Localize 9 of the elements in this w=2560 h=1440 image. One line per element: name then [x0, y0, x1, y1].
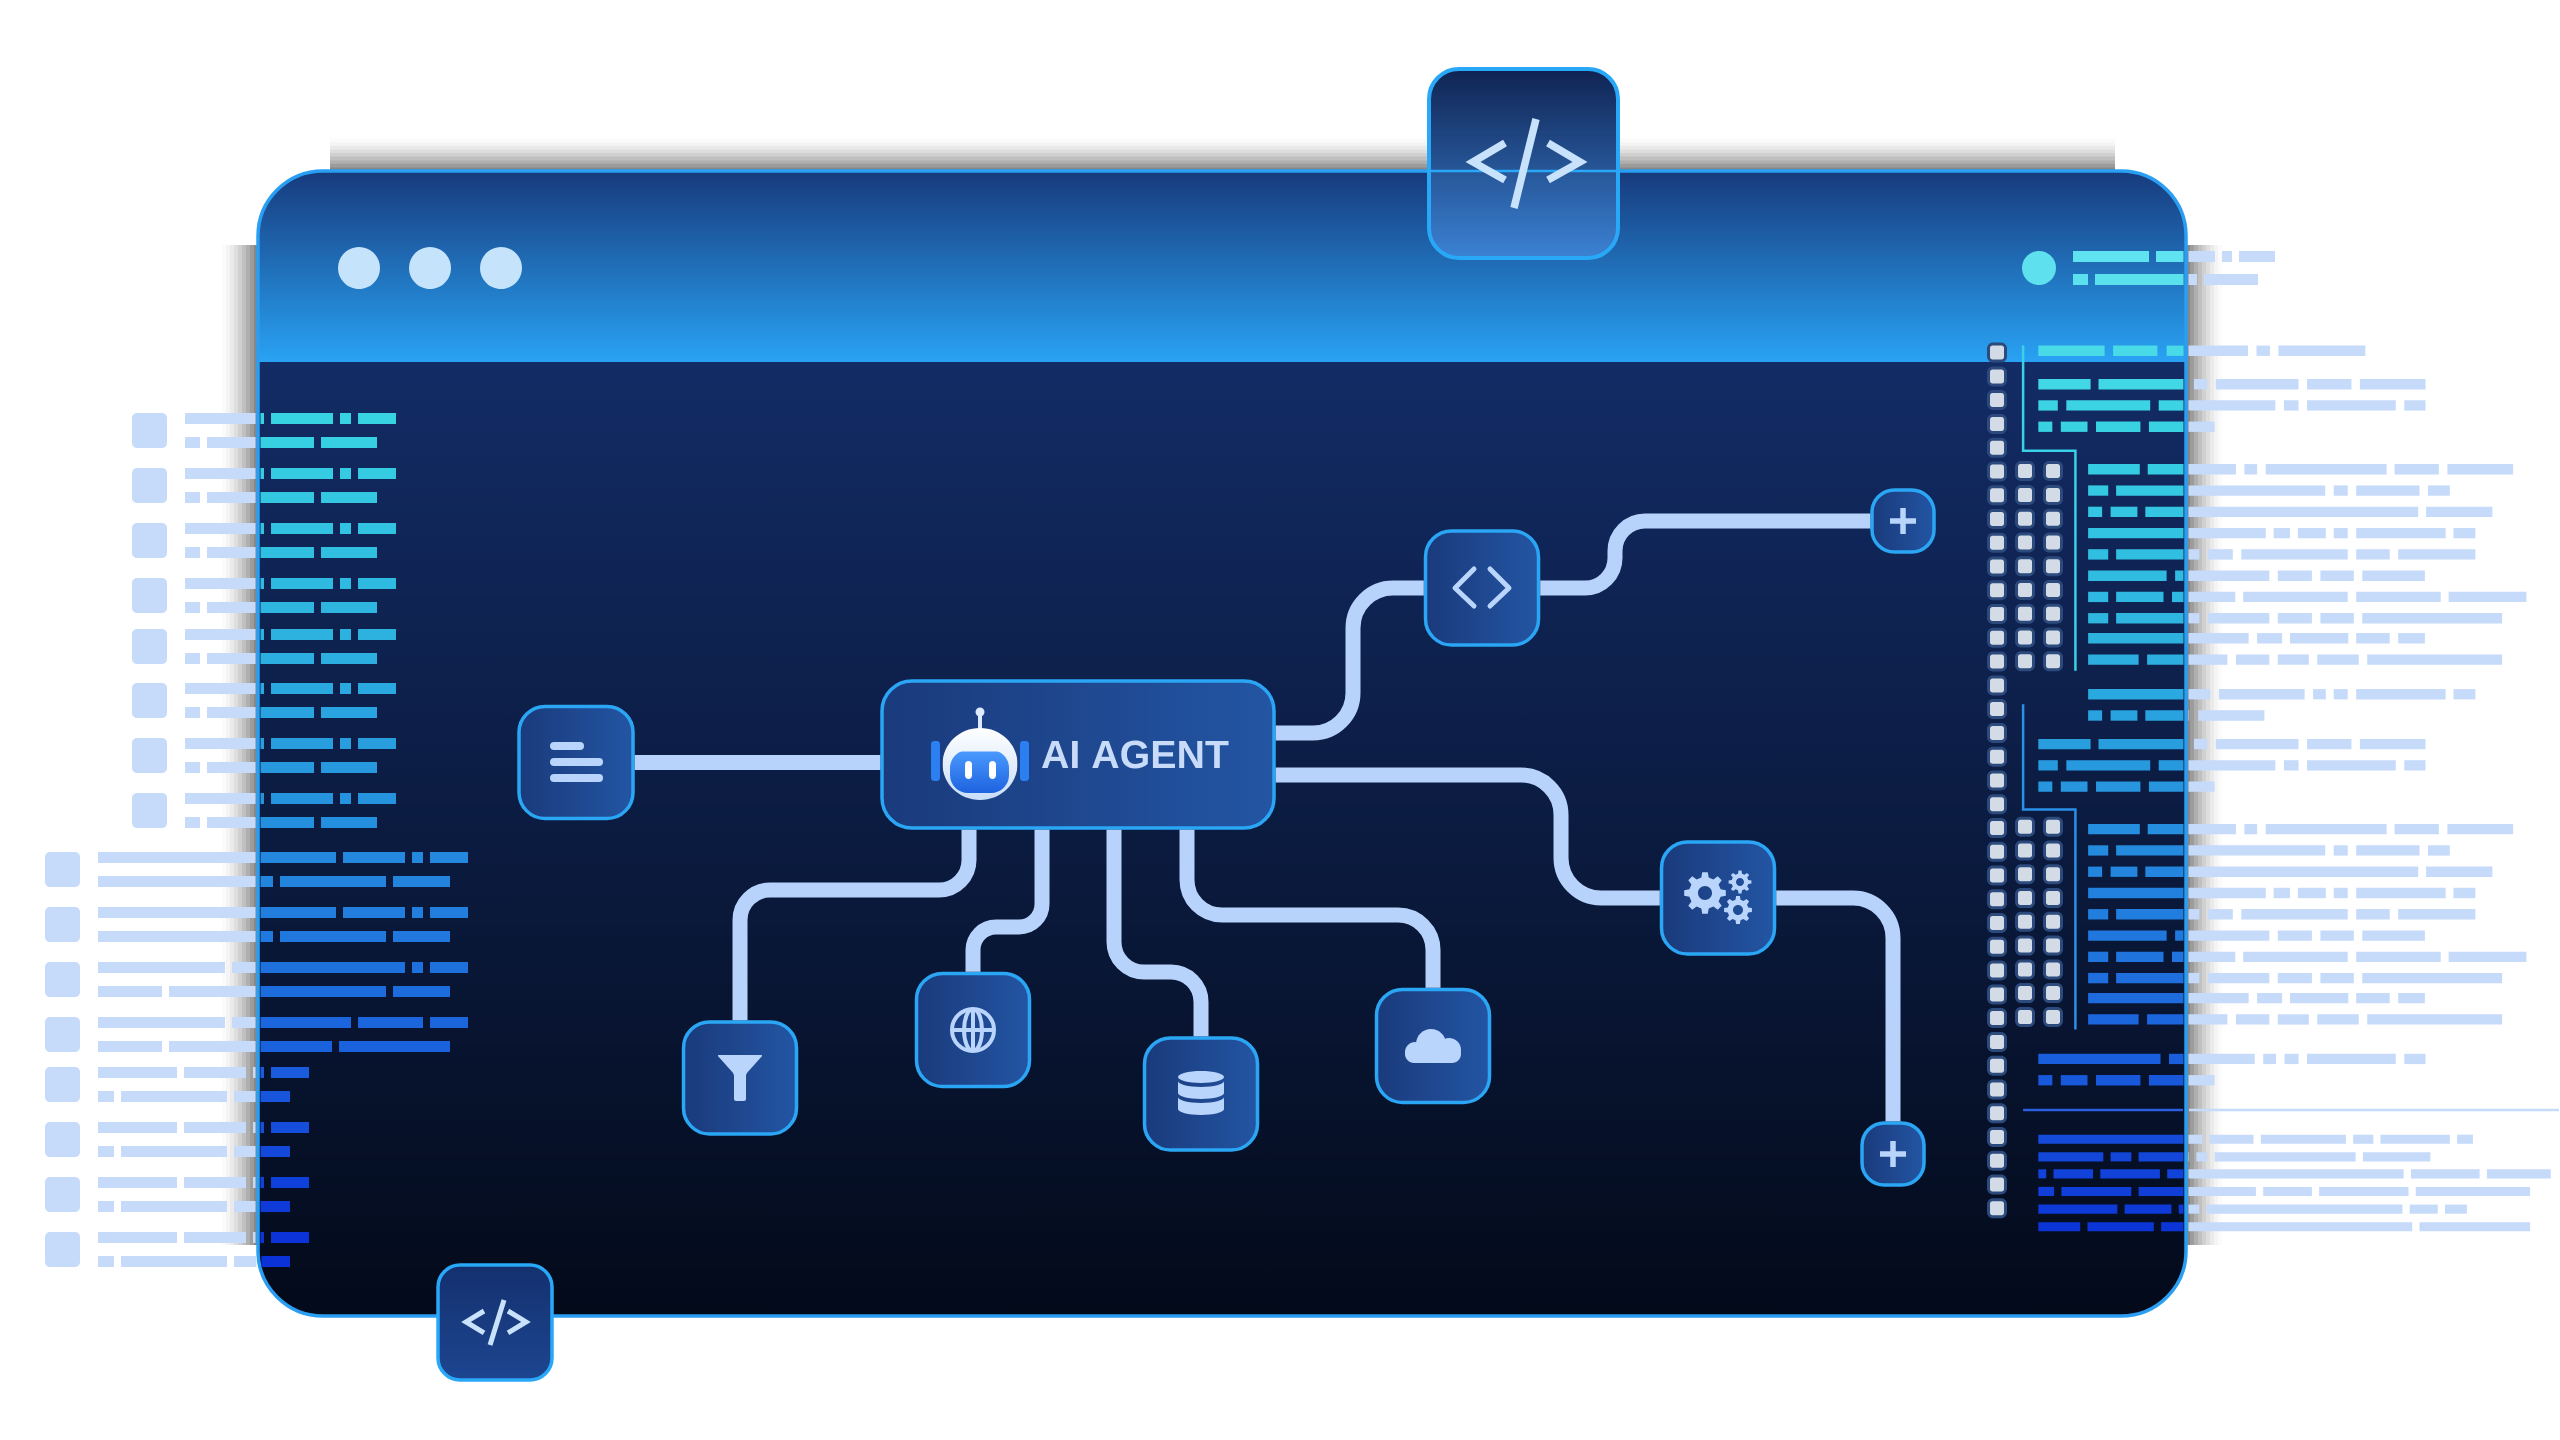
connector-line: [1776, 890, 1901, 1122]
connector-line: [1106, 829, 1209, 1037]
connector-line: [965, 829, 1050, 972]
connector-line: [634, 755, 881, 770]
agent-box: AI AGENT: [880, 679, 1276, 830]
icon-tile: [681, 1020, 799, 1136]
icon-tile: [1423, 529, 1541, 647]
connector-line: [1540, 513, 1871, 596]
connector-line: [1275, 767, 1660, 906]
